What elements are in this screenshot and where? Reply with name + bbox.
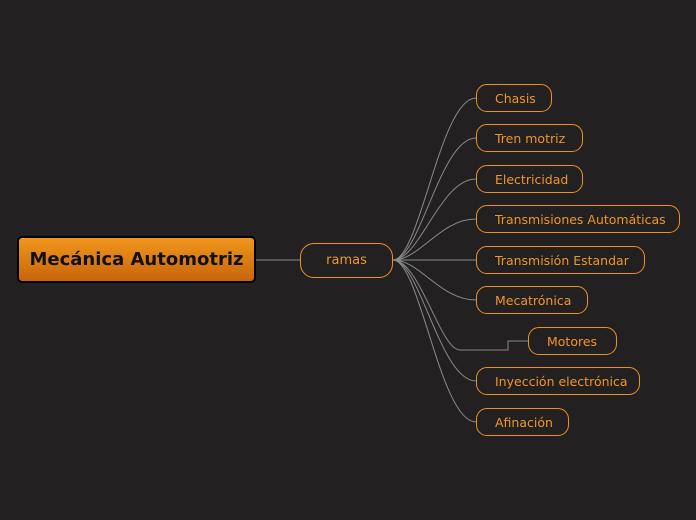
central-topic[interactable]: Mecánica Automotriz	[17, 236, 256, 283]
topic-chasis[interactable]: Chasis	[476, 84, 552, 112]
topic-afinacion[interactable]: Afinación	[476, 408, 569, 436]
topic-mecatronica[interactable]: Mecatrónica	[476, 286, 588, 314]
topic-electricidad[interactable]: Electricidad	[476, 165, 583, 193]
topic-transmision-estandar[interactable]: Transmisión Estandar	[476, 246, 645, 274]
topic-motores[interactable]: Motores	[528, 327, 617, 355]
branch-node-ramas[interactable]: ramas	[300, 243, 393, 278]
topic-inyeccion-electronica[interactable]: Inyección electrónica	[476, 367, 640, 395]
topic-transmisiones-automaticas[interactable]: Transmisiones Automáticas	[476, 205, 680, 233]
topic-tren-motriz[interactable]: Tren motriz	[476, 124, 583, 152]
